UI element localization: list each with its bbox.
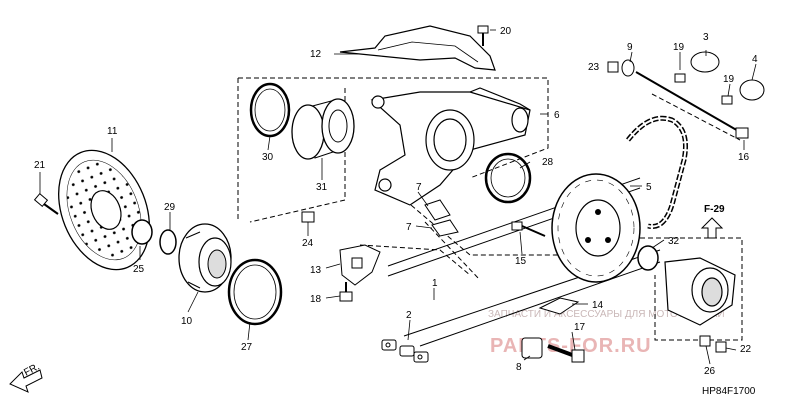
nut-23 (607, 61, 619, 73)
callout-28: 28 (542, 157, 554, 168)
callout-32: 32 (668, 236, 680, 247)
sprocket-flange (664, 257, 736, 326)
callout-2: 2 (406, 310, 412, 321)
bolt-15 (511, 221, 546, 237)
callout-10: 10 (181, 316, 193, 327)
master-link (381, 339, 429, 363)
callout-17: 17 (574, 322, 586, 333)
bolt-17 (547, 344, 585, 363)
callout-3: 3 (703, 32, 709, 43)
callout-11: 11 (107, 126, 118, 137)
diagram-code: HP84F1700 (702, 386, 756, 397)
callout-4: 4 (752, 54, 758, 65)
watermark-top-text: ЗАПЧАСТИ И АКСЕССУАРЫ ДЛЯ МОТОТЕХНИКИ (488, 309, 725, 320)
callout-9: 9 (627, 42, 633, 53)
callout-labels: 11 21 25 29 10 27 30 31 12 20 28 6 3 4 1… (34, 26, 758, 377)
ring-27 (227, 258, 283, 326)
leader-lines (39, 29, 757, 365)
bolt-21 (33, 193, 59, 215)
callout-20: 20 (500, 26, 512, 37)
callout-31: 31 (316, 182, 328, 193)
callout-7a: 7 (416, 182, 422, 193)
callout-1: 1 (432, 278, 438, 289)
callout-18: 18 (310, 294, 322, 305)
reference-arrow (700, 217, 724, 239)
callout-19a: 19 (673, 42, 685, 53)
reference-label: F-29 (704, 204, 725, 215)
callout-7b: 7 (406, 222, 412, 233)
plate-3 (690, 51, 720, 73)
nut-26 (699, 335, 711, 347)
callout-12: 12 (310, 49, 322, 60)
ring-30 (249, 82, 291, 138)
direction-arrow-icon (9, 369, 43, 393)
callout-27: 27 (241, 342, 253, 353)
seal-25 (131, 219, 153, 245)
seal-32 (637, 245, 659, 271)
callout-24: 24 (302, 238, 314, 249)
washer-9 (621, 59, 635, 77)
slider-13 (339, 244, 381, 286)
callout-13: 13 (310, 265, 322, 276)
callout-26: 26 (704, 366, 716, 377)
callout-29: 29 (164, 202, 176, 213)
bearing-31 (291, 98, 355, 160)
callout-6: 6 (554, 110, 560, 121)
brake-disc (58, 149, 150, 271)
adjuster-bolt (635, 71, 749, 139)
bolt-19a (674, 73, 686, 83)
callout-21: 21 (34, 160, 46, 171)
ring-28 (484, 152, 532, 204)
callout-19b: 19 (723, 74, 735, 85)
brake-hub (178, 223, 232, 293)
bolt-18 (339, 282, 353, 302)
callout-23: 23 (588, 62, 600, 73)
chain-cover (339, 25, 496, 71)
callout-30: 30 (262, 152, 274, 163)
bolt-20 (477, 25, 489, 46)
pads-7 (424, 199, 459, 237)
callout-25: 25 (133, 264, 145, 275)
seal-29 (159, 229, 177, 255)
callout-5: 5 (646, 182, 652, 193)
callout-14: 14 (592, 300, 604, 311)
nut-24 (301, 211, 315, 223)
collar-8 (521, 337, 543, 359)
callout-22: 22 (740, 344, 752, 355)
chain-guide (538, 297, 580, 315)
bolt-19b (721, 95, 733, 105)
callout-16: 16 (738, 152, 750, 163)
callout-15: 15 (515, 256, 527, 267)
callout-8: 8 (516, 362, 522, 373)
plate-4 (739, 79, 765, 101)
nut-22 (715, 341, 727, 353)
drive-chain (626, 115, 688, 230)
drive-sprocket (551, 173, 641, 283)
bearing-holder (370, 87, 531, 206)
